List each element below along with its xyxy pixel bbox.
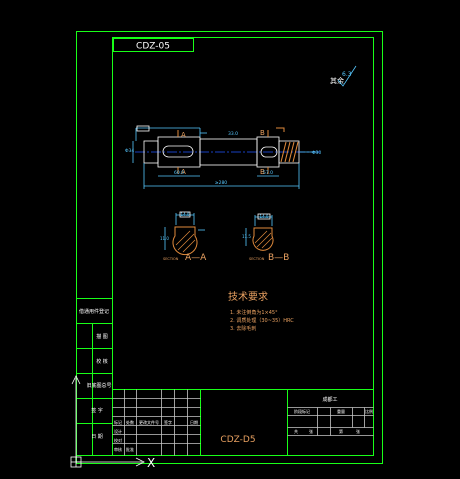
section-a-outline [172, 226, 198, 256]
tb-no: 第 [339, 428, 343, 434]
roughness-value: 6.3 [342, 71, 352, 78]
ucs-icon[interactable]: X [70, 375, 155, 470]
section-a-prefix: SECTION [163, 257, 179, 261]
section-a[interactable]: 14.0 11.0 SECTION A—A [160, 211, 207, 263]
side-row-4: 旧底图总号 [86, 382, 111, 389]
cut-arrow-b-icon [276, 127, 285, 132]
tb-scale: 比例 [365, 408, 373, 414]
code-box-top [113, 38, 194, 52]
tb-count: 处数 [126, 419, 134, 425]
section-b[interactable]: 14.0 11.5 SECTION B—B [242, 213, 289, 263]
tb-total: 共 [294, 428, 298, 434]
title-block[interactable]: 标记 处数 更改文件号 签字 日期 设计 校对 审核 批准 CDZ-D5 成都工… [112, 389, 374, 456]
side-row-3: 校 核 [96, 358, 108, 365]
section-marker-a-top: A [181, 131, 186, 139]
section-b-prefix: SECTION [249, 257, 265, 261]
tb-sheet: 张 [309, 428, 313, 434]
tb-sheet-2: 张 [356, 428, 360, 434]
shaft-main-view[interactable]: A A B B ≥280 60.0 57.0 Φ30 Φ34 33.0 [125, 125, 321, 189]
dimension-lines [132, 127, 318, 189]
section-b-label: B—B [268, 253, 289, 263]
dim-step4: 57.0 [263, 170, 273, 176]
tb-weight: 重量 [337, 408, 345, 414]
side-row-2: 描 图 [96, 333, 108, 340]
section-marker-a-bottom: A [181, 168, 186, 176]
dim-step2: 60.0 [174, 170, 184, 176]
tb-sign: 签字 [164, 419, 172, 425]
tb-stage: 阶段标记 [294, 408, 310, 414]
inner-border [112, 37, 374, 456]
side-panel: 借通用件登记 描 图 校 核 旧底图总号 签 字 日 期 [76, 298, 113, 456]
dim-thread: Φ30 [312, 150, 321, 156]
section-a-dim-box [179, 211, 191, 218]
section-marker-b-bottom: B [260, 168, 265, 176]
dim-overall: ≥280 [215, 180, 227, 186]
section-marker-b-top: B [260, 129, 265, 137]
drawing-code-top: CDZ-05 [136, 42, 170, 52]
section-a-dim-depth: 11.0 [160, 236, 169, 241]
section-b-outline [252, 227, 274, 251]
side-row-6: 日 期 [91, 434, 103, 440]
tech-item-3: 3. 去除毛刺 [230, 325, 256, 332]
side-row-1: 借通用件登记 [79, 308, 109, 315]
dim-left-dia: Φ34 [125, 148, 134, 154]
tb-check: 校对 [114, 437, 122, 443]
tech-item-2: 2. 调质处理（30~35）HRC [230, 317, 294, 324]
tech-title: 技术要求 [228, 290, 268, 303]
drawing-code-title: CDZ-D5 [220, 435, 255, 445]
ucs-x-label: X [147, 456, 155, 470]
shaft-thread [278, 140, 300, 164]
tb-review: 审核 [114, 446, 122, 452]
tb-date: 日期 [190, 419, 198, 425]
tb-company: 成都工 [322, 396, 337, 403]
tb-change-doc: 更改文件号 [139, 419, 159, 425]
section-b-dim-box [257, 213, 271, 220]
tb-mark: 标记 [114, 419, 122, 425]
keyway-a [162, 145, 194, 158]
keyway-b [260, 146, 278, 158]
section-a-label: A—A [185, 253, 207, 263]
side-row-5: 签 字 [91, 407, 103, 414]
dim-box-left [136, 125, 150, 132]
tech-item-1: 1. 未注倒角为1×45° [230, 309, 278, 316]
roughness-label: 其余 [330, 76, 344, 85]
section-b-dim-width: 14.0 [260, 214, 269, 219]
roughness-symbol-icon [337, 65, 357, 87]
tb-design: 设计 [114, 428, 122, 434]
dim-mid: 33.0 [228, 131, 238, 137]
technical-requirements[interactable]: 技术要求 1. 未注倒角为1×45° 2. 调质处理（30~35）HRC 3. … [228, 290, 294, 332]
outer-border [76, 31, 383, 464]
section-b-dim-depth: 11.5 [242, 234, 251, 239]
tb-approve: 批准 [126, 446, 134, 452]
section-a-dim-width: 14.0 [181, 212, 190, 217]
